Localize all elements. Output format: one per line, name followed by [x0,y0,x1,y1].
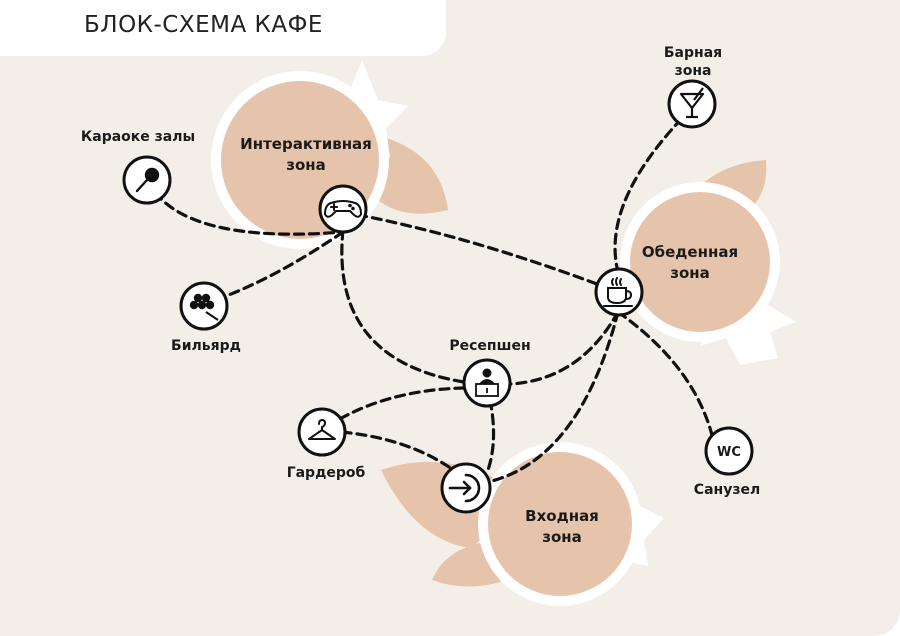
link-cup-entry [486,310,620,484]
link-cup-wc [616,310,717,450]
dining-zone-circle [630,192,770,332]
bar-label-line2: зона [675,63,712,79]
karaoke-node: Караоке залы [81,129,195,205]
microphone-icon [135,167,160,193]
link-reception-entry [486,398,496,472]
bar-label-line1: Барная [664,45,722,61]
billiards-node: Бильярд [171,281,241,354]
dining-zone-label-line1: Обеденная [642,243,738,261]
entrance-zone: Входная зона [381,442,664,606]
entry-node [440,462,492,514]
bar-node: Барная зона [664,45,722,129]
reception-label: Ресепшен [449,338,530,354]
link-gamepad-billiards [224,230,345,298]
cup-node [594,267,644,317]
entrance-zone-label-line1: Входная [525,507,599,525]
gamepad-icon [323,200,363,218]
wc-icon: WC [717,445,741,460]
page-title: БЛОК-СХЕМА КАФЕ [84,12,323,38]
link-gamepad-reception [340,228,466,384]
entrance-zone-circle [488,452,632,596]
link-gamepad-cup [341,210,620,294]
enter-arrow-icon [448,473,481,503]
hanger-icon [308,419,336,440]
link-cup-reception [508,310,620,386]
dining-zone-label-line2: зона [670,264,710,282]
reception-desk-icon [475,368,499,397]
billiards-label: Бильярд [171,338,241,354]
link-bar-cup [613,106,694,274]
interactive-zone-label-line1: Интерактивная [240,135,372,153]
billiard-balls-icon [189,293,219,321]
dining-zone: Обеденная зона [620,160,796,365]
reception-node: Ресепшен [449,338,531,408]
wardrobe-label: Гардероб [287,465,366,481]
gamepad-node [318,184,368,234]
wc-label: Санузел [694,482,760,498]
karaoke-label: Караоке залы [81,129,195,145]
wardrobe-node: Гардероб [287,407,366,481]
title-tab: БЛОК-СХЕМА КАФЕ [0,0,446,56]
interactive-zone-label-line2: зона [286,156,326,174]
entrance-zone-label-line2: зона [542,528,582,546]
coffee-cup-icon [603,277,633,307]
wc-node: WC Санузел [694,426,760,498]
cocktail-glass-icon [679,87,705,119]
